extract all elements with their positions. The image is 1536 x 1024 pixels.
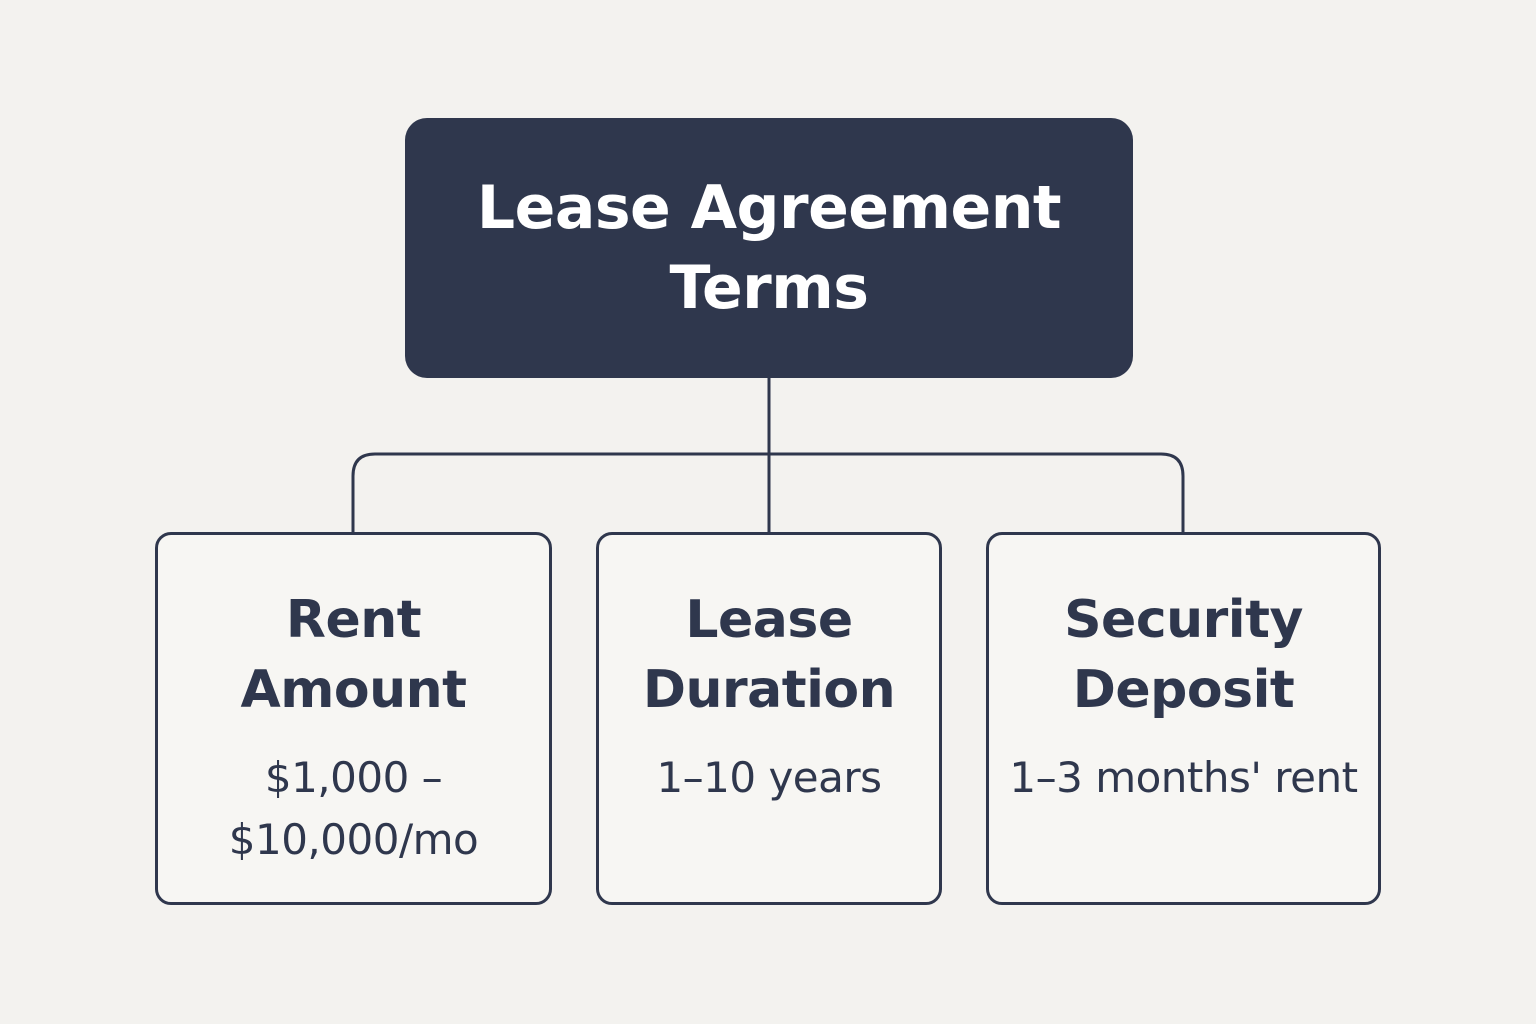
node-lease-duration-detail: 1–10 years — [656, 753, 882, 802]
root-node: Lease Agreement Terms — [405, 118, 1133, 378]
root-title: Lease Agreement Terms — [476, 173, 1062, 323]
node-security-deposit-detail: 1–3 months' rent — [1009, 753, 1358, 802]
node-rent-amount-detail: $1,000 – $10,000/mo — [228, 753, 479, 864]
node-security-deposit-title: Security Deposit — [1064, 590, 1303, 720]
node-security-deposit: Security Deposit 1–3 months' rent — [986, 532, 1381, 905]
connector-bus-to-rent — [351, 452, 769, 532]
node-rent-amount-title: Rent Amount — [240, 590, 467, 720]
connector-bus-to-deposit — [769, 452, 1185, 532]
node-rent-amount: Rent Amount $1,000 – $10,000/mo — [155, 532, 552, 905]
node-lease-duration-title: Lease Duration — [642, 590, 896, 720]
node-lease-duration: Lease Duration 1–10 years — [596, 532, 942, 905]
